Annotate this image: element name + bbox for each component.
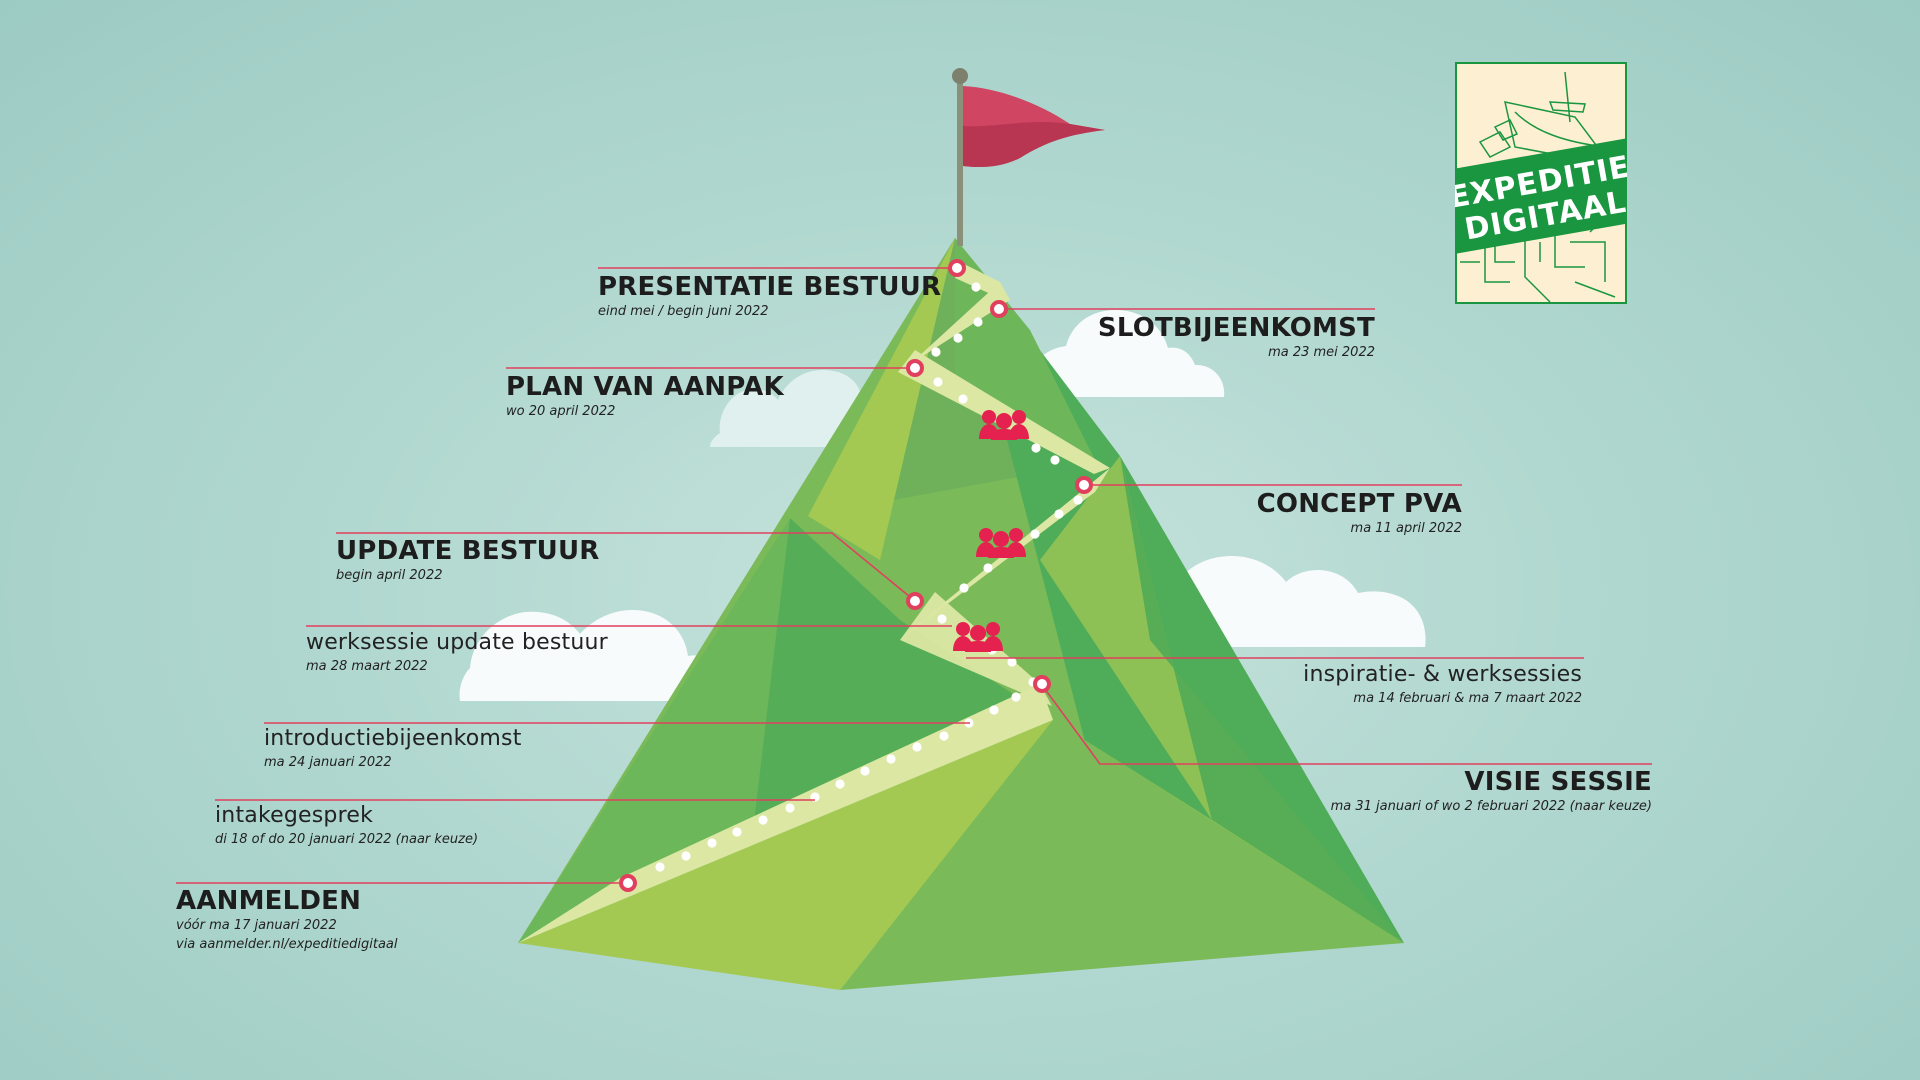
milestone-plan-van-aanpak: PLAN VAN AANPAK wo 20 april 2022 [506,372,784,421]
milestone-date: ma 31 januari of wo 2 februari 2022 (naa… [1330,799,1652,814]
milestone-title: intakegesprek [215,803,374,828]
milestone-date: di 18 of do 20 januari 2022 (naar keuze) [215,832,479,847]
trail-dots [655,282,1083,872]
milestone-date: begin april 2022 [336,568,443,583]
summit-flag [952,68,1105,246]
milestone-title: introductiebijeenkomst [264,726,522,751]
waypoint-marker-icon [906,359,924,377]
milestone-title: SLOTBIJEENKOMST [1097,313,1375,343]
milestone-title: CONCEPT PVA [1256,489,1462,519]
waypoint-marker-icon [990,300,1008,318]
milestone-date: vóór ma 17 januari 2022 [176,918,337,933]
milestone-title: werksessie update bestuur [306,630,608,655]
waypoint-marker-icon [1075,476,1093,494]
milestone-aanmelden: AANMELDEN vóór ma 17 januari 2022 via aa… [176,886,398,954]
people-group-icon [953,622,1003,652]
flag-icon [963,86,1105,168]
milestone-werksessie-update-bestuur: werksessie update bestuur ma 28 maart 20… [306,629,608,676]
milestone-intakegesprek: intakegesprek di 18 of do 20 januari 202… [215,802,478,849]
people-group-icon [979,410,1029,440]
milestone-introductiebijeenkomst: introductiebijeenkomst ma 24 januari 202… [264,725,522,772]
milestone-date: wo 20 april 2022 [506,404,616,419]
milestone-title: AANMELDEN [176,886,362,916]
milestone-title: PRESENTATIE BESTUUR [598,272,942,302]
milestone-update-bestuur: UPDATE BESTUUR begin april 2022 [336,536,600,585]
milestone-slotbijeenkomst: SLOTBIJEENKOMST ma 23 mei 2022 [1098,313,1375,362]
waypoint-marker-icon [619,874,637,892]
milestone-concept-pva: CONCEPT PVA ma 11 april 2022 [1257,489,1462,538]
milestone-date: ma 14 februari & ma 7 maart 2022 [1353,691,1582,706]
milestone-date: ma 23 mei 2022 [1268,345,1375,360]
milestone-date: eind mei / begin juni 2022 [598,304,769,319]
milestone-title: inspiratie- & werksessies [1303,662,1582,687]
waypoint-marker-icon [948,259,966,277]
waypoint-marker-icon [906,592,924,610]
waypoint-marker-icon [1033,675,1051,693]
cloud-mid-left [459,610,732,701]
milestone-visie-sessie: VISIE SESSIE ma 31 januari of wo 2 febru… [1331,767,1652,816]
connector-lines [176,267,1652,884]
cloud-top-right [1014,310,1225,397]
people-group-icon [976,528,1026,558]
milestone-title: UPDATE BESTUUR [336,536,600,566]
milestone-date: ma 28 maart 2022 [306,659,428,674]
milestone-date: ma 24 januari 2022 [264,755,392,770]
waypoint-markers [619,259,1093,892]
milestone-date: ma 11 april 2022 [1350,521,1462,536]
milestone-note: via aanmelder.nl/expeditiedigitaal [176,937,398,952]
milestone-inspiratie-werksessies: inspiratie- & werksessies ma 14 februari… [1303,661,1582,708]
expeditie-digitaal-logo: EXPEDITIE DIGITAAL [1455,62,1627,304]
milestone-presentatie-bestuur: PRESENTATIE BESTUUR eind mei / begin jun… [598,272,941,321]
logo-banner: EXPEDITIE DIGITAAL [1455,136,1627,254]
milestone-title: PLAN VAN AANPAK [506,372,784,402]
cloud-mid-right [1152,556,1426,647]
milestone-title: VISIE SESSIE [1464,767,1652,797]
